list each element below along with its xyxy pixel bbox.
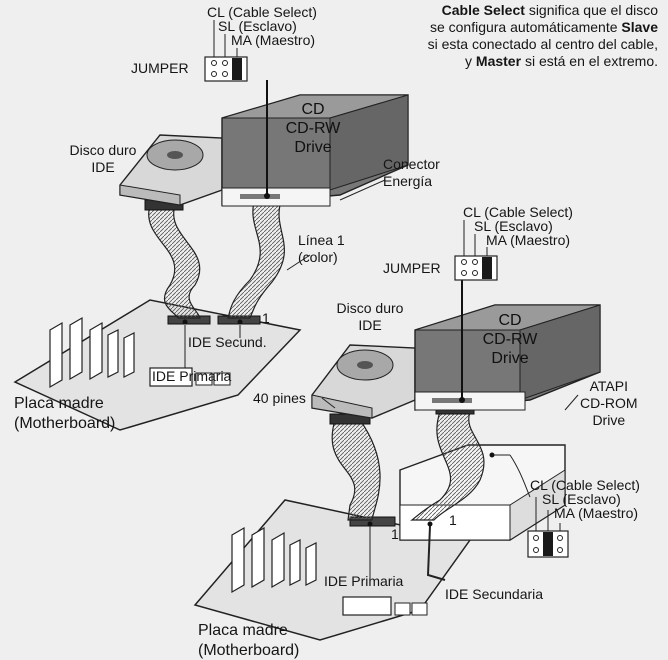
note-line4-pre: y [465,53,473,69]
atapi-cdrom-drive [399,444,566,541]
motherboard-top-label: Placa madre (Motherboard) [14,394,115,434]
hdd-bottom-label-line2: IDE [358,317,382,333]
atapi-label-line3: Drive [592,412,626,428]
jumper-mid-cl-label: CL (Cable Select) [463,204,573,220]
cd-drive-top-line1: CD [301,101,325,118]
motherboard-bottom-line2: (Motherboard) [198,642,300,659]
motherboard-bottom-line1: Placa madre [198,622,288,639]
cd-drive-top-line3: Drive [294,139,332,156]
ribbon-cable-secondary-top [227,197,285,319]
cd-drive-top [221,94,409,207]
atapi-drive-label: ATAPI CD-ROM Drive [580,378,638,429]
line1-label-line1: Línea 1 [298,232,345,248]
cd-drive-bottom-line2: CD-RW [482,331,538,348]
jumper-mid-title: JUMPER [383,260,441,276]
jumper-bottom-cl-label: CL (Cable Select) [530,477,640,493]
cd-drive-top-label: CD CD-RW Drive [268,100,358,157]
pin1-bottom-right-label: 1 [449,512,457,528]
ribbon-cable-primary-top [148,204,201,319]
ide-secondary-bottom-label: IDE Secundaria [445,586,544,602]
note-line2: se configura automáticamente [429,19,618,35]
cd-drive-top-line2: CD-RW [285,120,341,137]
hdd-bottom-label: Disco duro IDE [325,300,415,334]
hdd-bottom-label-line1: Disco duro [336,300,404,316]
jumper-block-middle [454,220,498,281]
ribbon-cable-primary-bottom [331,419,381,521]
cd-drive-bottom-line1: CD [498,312,522,329]
jumper-top-ma-label: MA (Maestro) [231,32,316,48]
line1-label-line2: (color) [298,249,338,265]
note-cable-select-bold: Cable Select [441,2,525,18]
note-master-bold: Master [475,53,522,69]
motherboard-top-line2: (Motherboard) [14,415,116,432]
motherboard-top-line1: Placa madre [14,395,104,412]
cable-select-note: Cable Select significa que el disco se c… [358,2,658,70]
jumper-block-bottom [527,497,569,558]
ide-primary-top-label: IDE Primaria [152,368,232,384]
hdd-top-label-line1: Disco duro [69,142,137,158]
jumper-top-cl-label: CL (Cable Select) [207,4,317,20]
cd-drive-bottom-label: CD CD-RW Drive [465,311,555,368]
jumper-block-top [204,20,248,82]
note-line3: si esta conectado al centro del cable, [427,36,658,52]
jumper-top-sl-label: SL (Esclavo) [218,18,297,34]
jumper-mid-sl-label: SL (Esclavo) [474,218,553,234]
ide-secondary-top-label: IDE Secund. [188,334,267,350]
pins40-label: 40 pines [253,390,306,406]
hdd-top [119,134,223,206]
motherboard-top [13,299,302,431]
hdd-top-label: Disco duro IDE [58,142,148,176]
jumper-top-title: JUMPER [131,60,189,76]
atapi-label-line1: ATAPI [589,378,628,394]
hdd-bottom [311,344,416,419]
power-connector-label: Conector Energía [383,156,440,190]
hdd-top-label-line2: IDE [91,159,115,175]
line1-color-label: Línea 1 (color) [298,232,345,266]
note-line4-post: si está en el extremo. [524,53,658,69]
power-connector-line1: Conector [383,156,440,172]
cd-drive-bottom-line3: Drive [491,350,529,367]
jumper-mid-ma-label: MA (Maestro) [486,232,571,248]
ide-primary-bottom-label: IDE Primaria [324,573,404,589]
motherboard-bottom-label: Placa madre (Motherboard) [198,621,299,660]
atapi-label-line2: CD-ROM [580,395,638,411]
ribbon-cable-secondary-bottom [410,411,485,521]
jumper-bottom-sl-label: SL (Esclavo) [542,491,621,507]
note-lead-text: significa que el disco [528,2,658,18]
note-slave-bold: Slave [621,19,658,35]
jumper-bottom-ma-label: MA (Maestro) [554,505,639,521]
pin1-bottom-left-label: 1 [391,526,399,542]
pin1-top-label: 1 [262,310,270,326]
power-connector-line2: Energía [383,173,433,189]
